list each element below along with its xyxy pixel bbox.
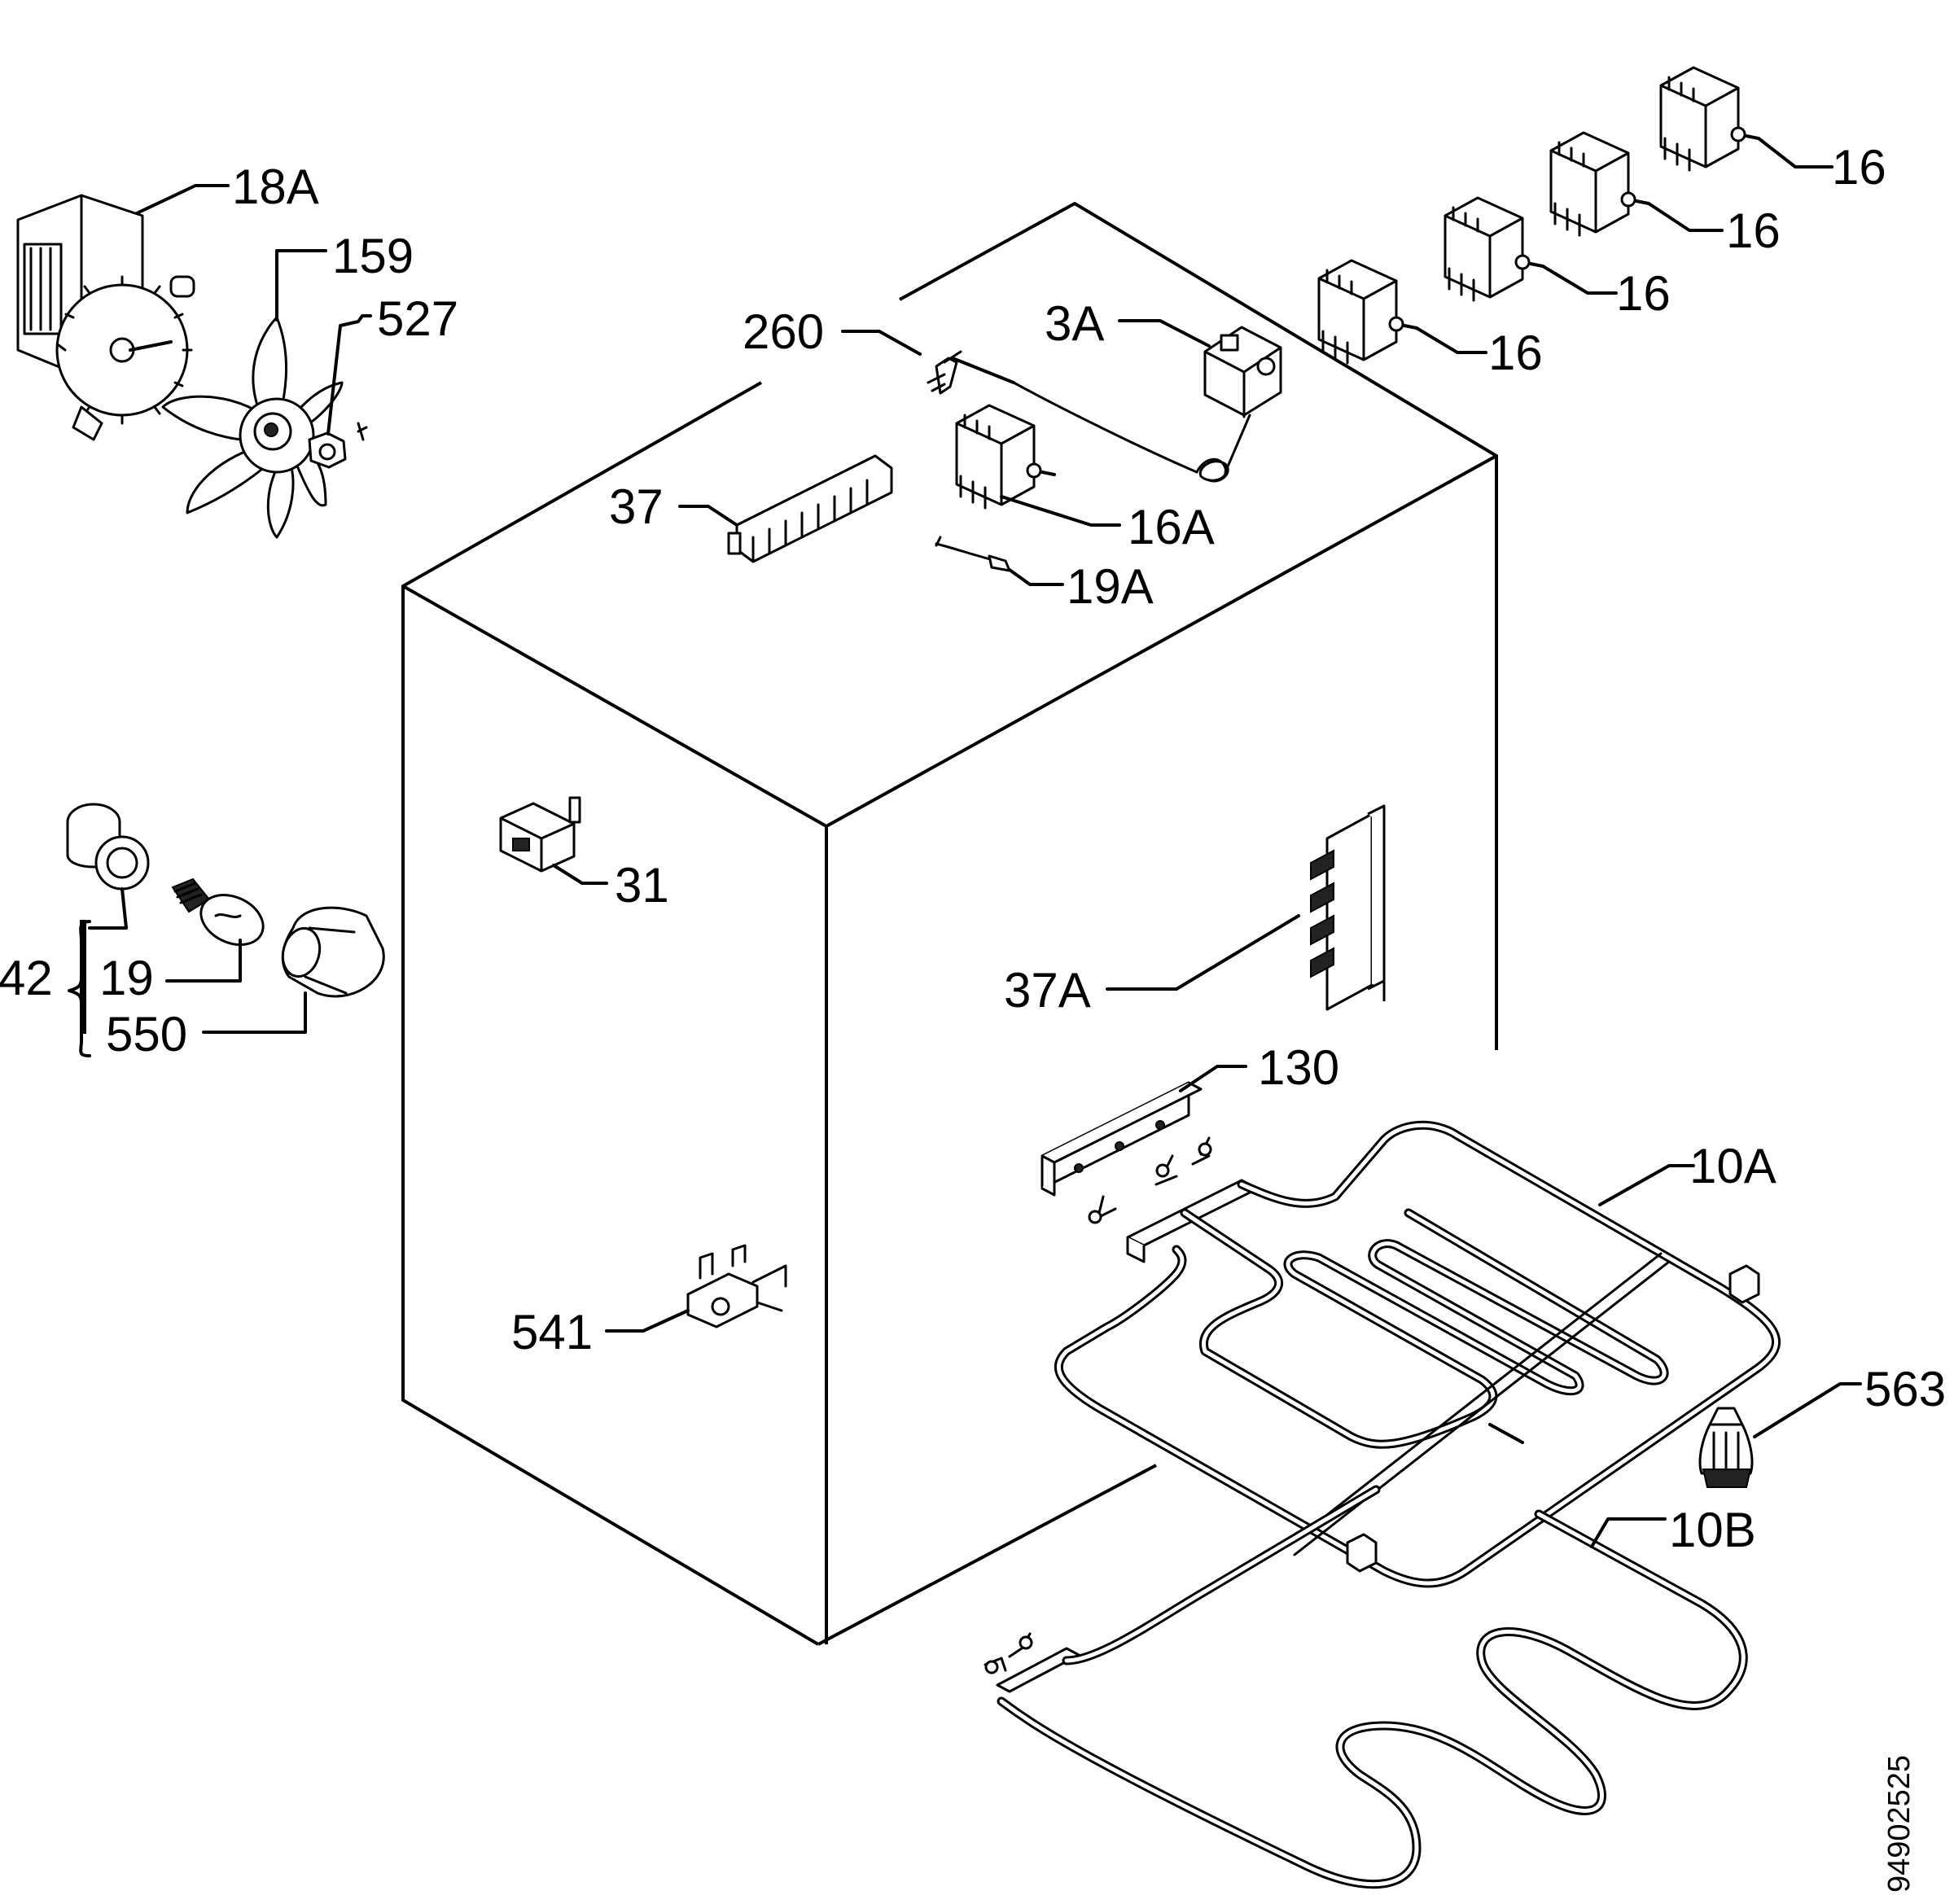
label-16-2: 16 — [1726, 204, 1781, 258]
clip-icon — [499, 796, 581, 873]
thermostat-icon — [1012, 326, 1282, 483]
foot-icon — [1698, 1407, 1754, 1488]
terminal-block-icon — [1041, 1081, 1203, 1197]
label-42: 42 — [0, 951, 53, 1005]
bracket-brace — [68, 920, 91, 1057]
terminal-block-icon — [1310, 804, 1386, 1011]
label-10a: 10A — [1689, 1139, 1777, 1193]
heating-element-icon — [1054, 1120, 1781, 1588]
clip-icon — [686, 1244, 787, 1328]
label-527: 527 — [377, 291, 458, 346]
lamp-bulb-icon — [935, 536, 1011, 572]
label-541: 541 — [511, 1305, 593, 1359]
lamp-holder-icon — [66, 803, 150, 891]
label-260: 260 — [743, 304, 824, 359]
nut-icon — [308, 422, 368, 469]
switch-icon — [1444, 196, 1544, 302]
label-37a: 37A — [1004, 963, 1091, 1018]
oven-cabinet — [401, 201, 1498, 1646]
terminal-block-icon — [727, 454, 893, 563]
label-159: 159 — [332, 229, 414, 283]
label-31: 31 — [615, 858, 669, 913]
switch-icon — [1549, 131, 1650, 237]
label-3a: 3A — [1045, 296, 1104, 351]
lamp-bulb-icon — [171, 878, 265, 946]
label-10b: 10B — [1669, 1503, 1756, 1557]
lamp-cover-icon — [281, 906, 385, 998]
switch-icon — [1659, 66, 1760, 172]
label-19: 19 — [99, 951, 154, 1005]
label-18a: 18A — [232, 160, 319, 214]
fan-motor-icon — [16, 194, 195, 441]
label-563: 563 — [1864, 1362, 1946, 1416]
switch-icon — [955, 404, 1056, 510]
label-19a: 19A — [1067, 559, 1154, 614]
bracket-bar — [80, 920, 86, 1034]
heating-element-icon — [984, 1423, 1748, 1889]
switch-icon — [1317, 259, 1418, 365]
label-550: 550 — [106, 1007, 187, 1061]
fan-blade-icon — [161, 316, 344, 539]
label-16-3: 16 — [1616, 266, 1671, 321]
document-code: 94902525 — [1882, 1755, 1917, 1893]
sensor-icon — [927, 350, 1015, 395]
label-16-4: 16 — [1488, 326, 1543, 380]
label-16a: 16A — [1128, 500, 1215, 554]
label-130: 130 — [1258, 1040, 1339, 1095]
label-16-1: 16 — [1832, 140, 1886, 195]
label-37: 37 — [609, 479, 664, 534]
